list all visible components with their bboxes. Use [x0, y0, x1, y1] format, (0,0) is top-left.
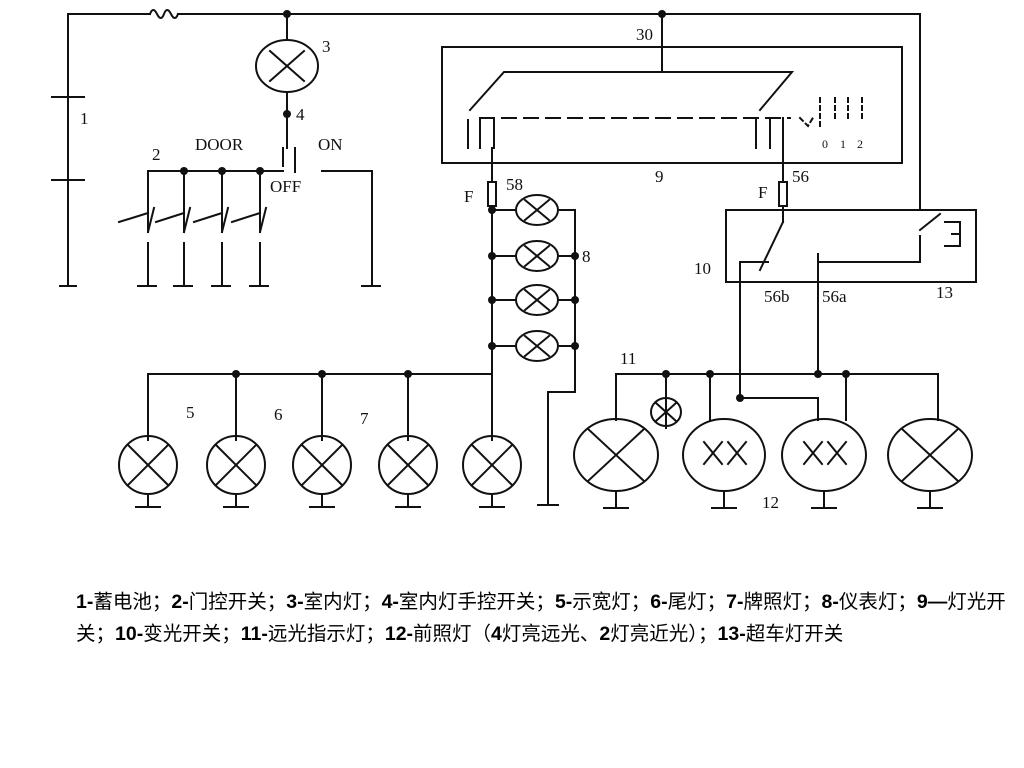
legend-number: 3- [286, 591, 304, 613]
legend-caption: 1-蓄电池；2-门控开关；3-室内灯；4-室内灯手控开关；5-示宽灯；6-尾灯；… [76, 586, 1016, 650]
legend-number: 11- [240, 623, 268, 645]
legend-number: 13- [717, 623, 746, 645]
legend-text: 前照灯（ [413, 622, 492, 645]
legend-number: 4- [381, 591, 399, 613]
label-on: ON [318, 135, 343, 154]
dash-lamp-icons [491, 194, 576, 506]
legend-text: 尾灯； [667, 590, 727, 613]
legend-text: 蓄电池； [93, 590, 172, 613]
label-door-switch: 2 [152, 145, 161, 164]
label-manual-switch: 4 [296, 105, 305, 124]
label-light-switch: 9 [655, 167, 664, 186]
headlamp-bus [615, 373, 939, 429]
label-door: DOOR [195, 135, 244, 154]
legend-text: 仪表灯； [838, 590, 917, 613]
label-tail-lamp: 6 [274, 405, 283, 424]
legend-text: 灯亮远光、 [501, 622, 600, 645]
legend-text: 灯光开关； [76, 590, 1006, 645]
door-switch-icons [59, 170, 381, 287]
manual-switch-icon [282, 147, 296, 173]
legend-number: 6- [650, 591, 668, 613]
headlamp-icons [573, 397, 973, 509]
label-terminal-30: 30 [636, 25, 653, 44]
legend-number: 9— [916, 591, 948, 613]
legend-text: 变光开关； [143, 622, 241, 645]
dimmer-switch-contacts [739, 212, 961, 401]
label-high-beam-indicator: 11 [620, 349, 636, 368]
label-56b: 56b [764, 287, 790, 306]
label-headlamp: 12 [762, 493, 779, 512]
light-switch-left-contacts [467, 117, 495, 149]
legend-text: 室内灯手控开关； [398, 590, 555, 613]
label-battery: 1 [80, 109, 89, 128]
label-pos-0: 0 [822, 137, 828, 151]
legend-text: 灯亮近光）； [610, 622, 718, 645]
legend-number: 8- [821, 591, 839, 613]
label-dimmer-switch: 10 [694, 259, 711, 278]
legend-text: 示宽灯； [572, 590, 651, 613]
label-marker-lamp: 5 [186, 403, 195, 422]
label-fuse-left: F [464, 187, 473, 206]
light-switch-detents [798, 97, 863, 128]
legend-number: 2- [171, 591, 189, 613]
label-pos-2: 2 [857, 137, 863, 151]
junction-dots [180, 10, 850, 402]
main-fuse-icon [148, 9, 180, 19]
fuse-56-icon [778, 181, 788, 207]
legend-text: 超车灯开关 [745, 622, 844, 645]
legend-text: 远光指示灯； [267, 622, 385, 645]
label-56a: 56a [822, 287, 847, 306]
label-terminal-58: 58 [506, 175, 523, 194]
label-dash-lamps: 8 [582, 247, 591, 266]
light-switch-box [441, 46, 903, 164]
legend-number: 7- [726, 591, 744, 613]
label-plate-lamp: 7 [360, 409, 369, 428]
label-pos-1: 1 [840, 137, 846, 151]
legend-text: 牌照灯； [743, 590, 822, 613]
on-position-wire [321, 170, 373, 287]
legend-number: 12- [384, 623, 414, 645]
legend-number: 2 [599, 623, 611, 645]
legend-number: 10- [115, 623, 144, 645]
rear-lamp-icons [118, 369, 559, 508]
fuse-58-icon [487, 181, 497, 207]
battery-icon [51, 96, 85, 181]
legend-number: 5- [554, 591, 573, 613]
legend-text: 门控开关； [188, 590, 287, 613]
legend-number: 4 [491, 623, 502, 645]
label-terminal-56: 56 [792, 167, 809, 186]
legend-number: 1- [76, 591, 94, 613]
label-overtake-switch: 13 [936, 283, 953, 302]
main-feed-wire [67, 13, 921, 287]
dome-lamp-icon [255, 39, 319, 93]
circuit-diagram: 1 2 3 4 DOOR ON OFF 30 9 0 1 2 F 58 F 56… [51, 9, 977, 512]
label-fuse-right: F [758, 183, 767, 202]
legend-text: 室内灯； [303, 590, 382, 613]
dimmer-switch-box [725, 209, 977, 283]
label-dome-lamp: 3 [322, 37, 331, 56]
light-switch-right-contacts [755, 117, 784, 149]
light-switch-lever [468, 13, 795, 112]
label-off: OFF [270, 177, 301, 196]
